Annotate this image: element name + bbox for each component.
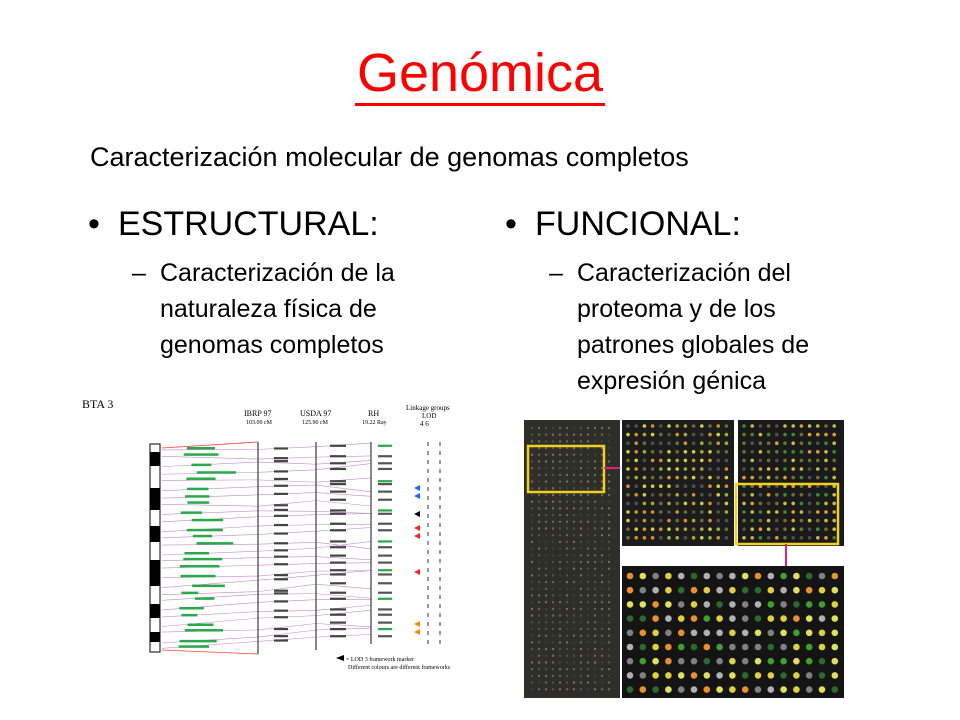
col2-title: USDA 97 bbox=[300, 409, 331, 418]
array-zoom-1 bbox=[622, 420, 734, 546]
text-estructural: Caracterización de la naturaleza física … bbox=[160, 259, 395, 359]
microarray-figure bbox=[524, 420, 844, 698]
col1-sub: 103.00 cM bbox=[246, 420, 273, 426]
sub-estructural: – Caracterización de la naturaleza físic… bbox=[132, 255, 470, 363]
legend-line-2: Different colours are different framewor… bbox=[348, 664, 451, 671]
sub-funcional: – Caracterización del proteoma y de los … bbox=[549, 255, 877, 399]
array-zoom-1-spots bbox=[626, 424, 729, 540]
slide-title: Genómica bbox=[0, 42, 960, 106]
col1-title: IBRP 97 bbox=[244, 409, 272, 418]
lod-bars bbox=[427, 442, 441, 644]
map-axes bbox=[257, 442, 372, 654]
bullet-funcional: • FUNCIONAL: bbox=[505, 205, 741, 244]
dash-icon: – bbox=[132, 259, 146, 287]
framework-markers bbox=[414, 485, 420, 635]
legend-line-1: = LOD 3 framework marker bbox=[346, 656, 414, 663]
array-zoom-2-spots bbox=[626, 572, 839, 693]
bullet-dot: • bbox=[505, 205, 517, 243]
lod-values: 4 6 bbox=[420, 420, 429, 428]
text-funcional: Caracterización del proteoma y de los pa… bbox=[577, 259, 810, 395]
map-connector-lines bbox=[161, 441, 392, 655]
array-slide-spots bbox=[530, 426, 611, 691]
chromosome-ideogram bbox=[149, 443, 161, 653]
groups-lod: LOD bbox=[422, 412, 436, 420]
col3-sub: 19.22 Ray bbox=[362, 420, 387, 426]
chromosome-label: BTA 3 bbox=[82, 397, 113, 411]
slide-subtitle: Caracterización molecular de genomas com… bbox=[90, 142, 689, 172]
groups-title: Linkage groups bbox=[406, 404, 450, 412]
heading-estructural: ESTRUCTURAL: bbox=[118, 205, 379, 243]
legend-arrow-icon bbox=[336, 655, 344, 661]
col2-sub: 125.90 cM bbox=[302, 420, 329, 426]
bullet-estructural: • ESTRUCTURAL: bbox=[88, 205, 379, 244]
array-zoom-3-spots bbox=[742, 424, 836, 540]
bullet-dot: • bbox=[88, 205, 100, 243]
linkage-map-figure: BTA 3 IBRP 97 103.00 cM USDA 97 125.90 c… bbox=[82, 397, 451, 671]
col3-title: RH bbox=[368, 409, 379, 418]
dash-icon: – bbox=[549, 259, 563, 287]
heading-funcional: FUNCIONAL: bbox=[535, 205, 741, 243]
